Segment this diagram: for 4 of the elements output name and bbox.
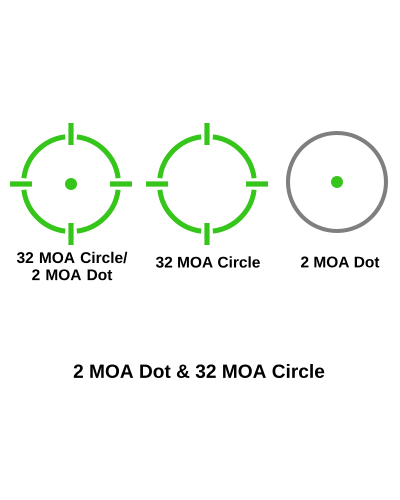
caption: 2 MOA Dot & 32 MOA Circle (74, 364, 324, 378)
reticle-label: 2 MOA Dot (301, 256, 380, 268)
reticle-label: 32 MOA Circle/ 2 MOA Dot (16, 252, 128, 280)
reticle-label: 32 MOA Circle (156, 256, 260, 268)
